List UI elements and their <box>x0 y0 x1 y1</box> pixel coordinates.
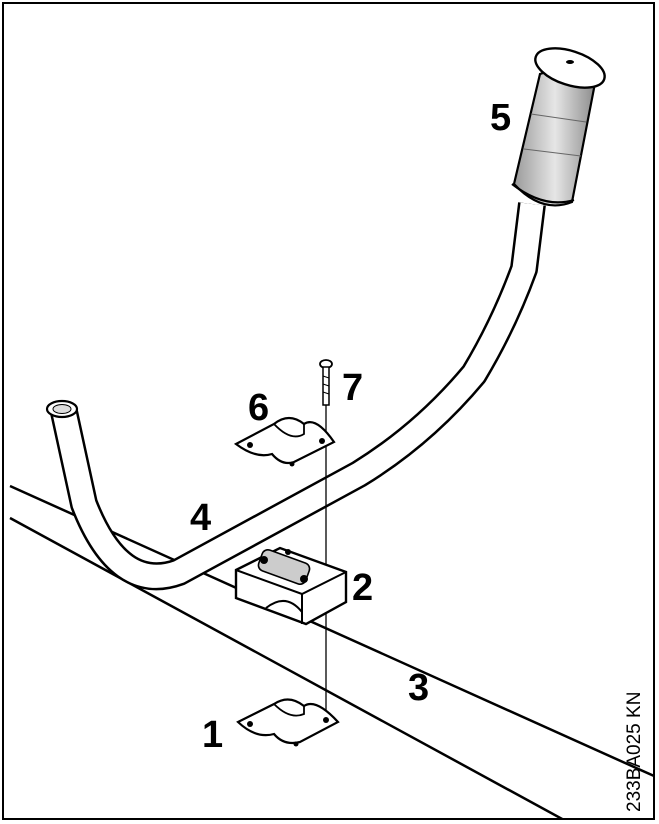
drive-tube <box>9 484 653 818</box>
callout-6: 6 <box>248 387 269 429</box>
clamp-housing <box>234 546 348 626</box>
handle-grip <box>511 47 606 207</box>
drawing-code: 233BA025 KN <box>624 691 645 812</box>
screw <box>319 359 333 406</box>
handlebar-tube <box>45 202 546 591</box>
callout-1: 1 <box>202 714 223 756</box>
clamp-bottom <box>236 698 340 747</box>
callout-5: 5 <box>490 97 511 139</box>
callout-3: 3 <box>408 667 429 709</box>
callout-4: 4 <box>190 497 211 539</box>
clamp-top <box>233 416 336 467</box>
callout-7: 7 <box>342 367 363 409</box>
callout-2: 2 <box>352 567 373 609</box>
handlebar-assembly-drawing: 1 2 3 4 5 6 7 <box>9 47 653 818</box>
